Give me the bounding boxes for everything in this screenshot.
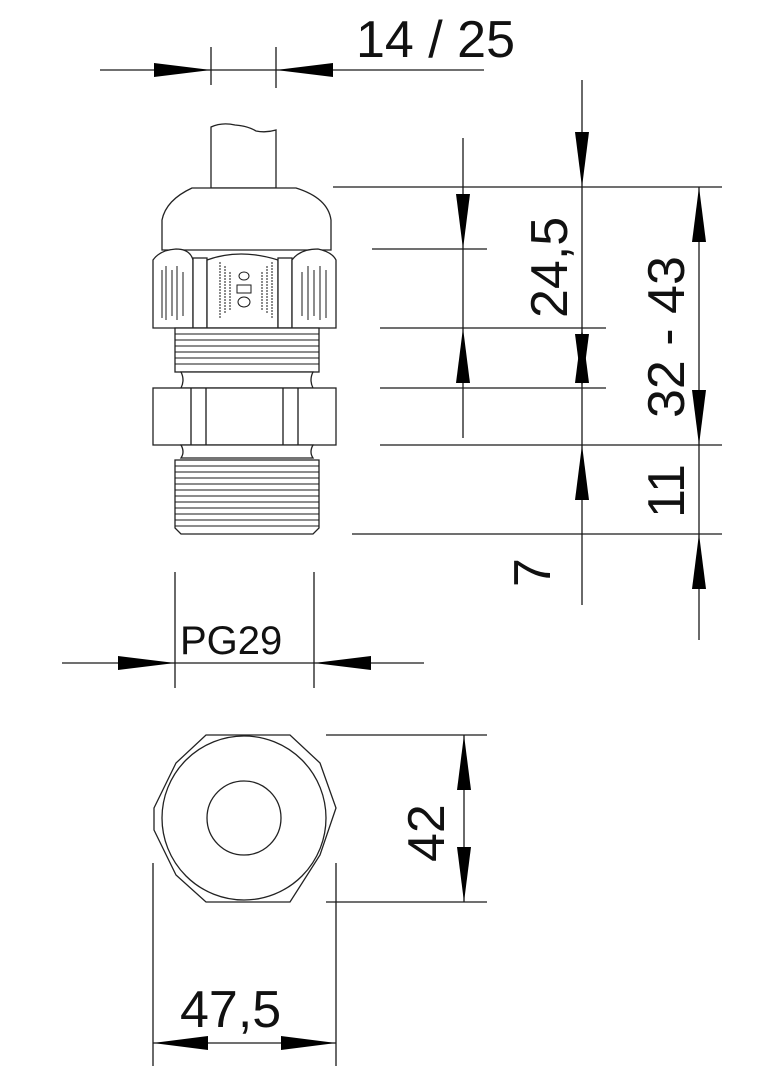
cable [210, 123, 277, 189]
side-view [152, 123, 337, 535]
dim-hex-flats: 42 [326, 734, 487, 903]
dim-cap-height: 24,5 [456, 80, 589, 605]
dome-cap [161, 187, 332, 251]
dim-text-clamping-range: 14 / 25 [356, 11, 515, 69]
dim-thread-length: 11 [575, 445, 706, 589]
dim-text-hex-flats: 42 [398, 804, 456, 862]
dim-collar-height: 7 [504, 558, 562, 587]
dim-text-total-height: 32 - 43 [638, 256, 696, 418]
lower-thread [174, 444, 320, 535]
extension-lines [333, 186, 722, 535]
dim-total-height: 32 - 43 [638, 187, 706, 640]
dim-text-thread-length: 11 [638, 464, 696, 518]
dim-text-hex-corners: 47,5 [180, 981, 281, 1039]
top-view [153, 734, 337, 903]
dim-thread-size: PG29 [62, 572, 424, 688]
body-hex [152, 387, 337, 446]
dim-hex-corners: 47,5 [152, 863, 337, 1066]
hex-nut-upper [152, 248, 337, 329]
dim-text-thread-size: PG29 [180, 619, 282, 663]
inner-bore [206, 780, 282, 856]
upper-thread [174, 327, 320, 389]
dim-text-collar-height: 7 [504, 558, 562, 587]
dim-clamping-range: 14 / 25 [100, 11, 515, 88]
dim-text-cap-height: 24,5 [521, 217, 579, 318]
